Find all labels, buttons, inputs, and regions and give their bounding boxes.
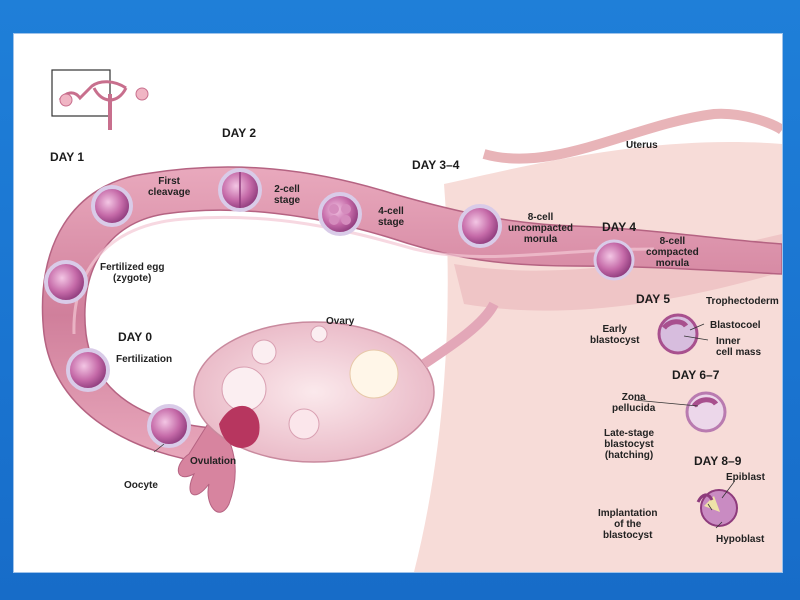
four-cell-label: 4-cell stage: [378, 206, 404, 228]
ovary-label: Ovary: [326, 316, 355, 327]
hypoblast-label: Hypoblast: [716, 534, 765, 545]
early-line-1: Early: [602, 324, 627, 335]
zona-line-1: Zona: [621, 392, 646, 403]
impl-line-1: Implantation: [598, 508, 658, 519]
fertilized-egg-line-1: Fertilized egg: [100, 262, 165, 273]
first-cleavage-label: First cleavage: [148, 176, 190, 198]
four-cell-embryo: [318, 192, 362, 236]
late-blastocyst-label: Late-stage blastocyst (hatching): [604, 428, 654, 461]
day-6-7-label: DAY 6–7: [672, 368, 720, 382]
first-cleavage-line-2: cleavage: [148, 187, 191, 198]
eight-comp-line-1: 8-cell: [659, 236, 686, 247]
inner-line-1: Inner: [716, 336, 741, 347]
eight-comp-line-3: morula: [655, 258, 690, 269]
ovulation-label: Ovulation: [190, 456, 237, 467]
two-cell-line-1: 2-cell: [274, 184, 300, 195]
four-cell-line-2: stage: [378, 217, 405, 228]
eight-cell-compacted-label: 8-cell compacted morula: [646, 236, 699, 269]
late-blastocyst-embryo: [685, 391, 727, 433]
late-line-1: Late-stage: [604, 428, 655, 439]
eight-cell-uncompacted-embryo: [458, 204, 502, 248]
blastocoel-label: Blastocoel: [710, 320, 761, 331]
uterus-label: Uterus: [626, 140, 658, 151]
day-4-label: DAY 4: [602, 220, 637, 234]
implanting-blastocyst-embryo: [696, 489, 738, 527]
eight-comp-line-2: compacted: [646, 247, 699, 258]
impl-line-3: blastocyst: [602, 530, 653, 541]
two-cell-embryo: [218, 168, 262, 212]
fertilized-egg-line-2: (zygote): [113, 273, 152, 284]
zona-pellucida-label: Zona pellucida: [612, 392, 655, 414]
day-0-label: DAY 0: [118, 330, 153, 344]
eight-unc-line-2: uncompacted: [508, 223, 574, 234]
eight-unc-line-1: 8-cell: [527, 212, 554, 223]
zona-line-2: pellucida: [612, 403, 656, 414]
oocyte-embryo: [147, 404, 191, 448]
oocyte-label: Oocyte: [124, 480, 158, 491]
first-cleavage-embryo: [91, 185, 133, 227]
zygote-embryo: [44, 260, 88, 304]
two-cell-label: 2-cell stage: [274, 184, 300, 206]
day-8-9-label: DAY 8–9: [694, 454, 742, 468]
two-cell-line-2: stage: [274, 195, 301, 206]
day-3-4-label: DAY 3–4: [412, 158, 460, 172]
inset-box: [51, 69, 111, 117]
ruptured-follicle: [219, 405, 260, 448]
uterine-cavity-edge: [482, 108, 782, 164]
reproductive-tract-illustration: [41, 69, 782, 572]
eight-unc-line-3: morula: [523, 234, 558, 245]
fimbriae: [177, 413, 236, 513]
implantation-label: Implantation of the blastocyst: [598, 508, 657, 541]
trophectoderm-label: Trophectoderm: [706, 296, 779, 307]
day-2-label: DAY 2: [222, 126, 257, 140]
late-line-2: blastocyst: [604, 439, 654, 450]
fallopian-tube: [41, 166, 782, 465]
fertilization-label: Fertilization: [116, 354, 173, 365]
four-cell-line-1: 4-cell: [378, 206, 404, 217]
inner-cell-mass-label: Inner cell mass: [716, 336, 761, 358]
day-5-label: DAY 5: [636, 292, 671, 306]
late-line-3: (hatching): [604, 450, 654, 461]
day-1-label: DAY 1: [50, 150, 85, 164]
inner-line-2: cell mass: [716, 347, 762, 358]
early-line-2: blastocyst: [590, 335, 640, 346]
eight-cell-compacted-embryo: [593, 239, 635, 281]
early-blastocyst-embryo: [657, 313, 699, 355]
first-cleavage-line-1: First: [158, 176, 180, 187]
ovarian-ligament: [421, 301, 499, 369]
epiblast-label: Epiblast: [726, 472, 765, 483]
fertilized-egg-label: Fertilized egg (zygote): [100, 262, 164, 284]
diagram-frame: DAY 1 DAY 2 DAY 3–4 DAY 4 DAY 0 DAY 5 DA…: [14, 34, 782, 572]
eight-cell-uncompacted-label: 8-cell uncompacted morula: [508, 212, 573, 245]
impl-line-2: of the: [614, 519, 642, 530]
early-blastocyst-label: Early blastocyst: [590, 324, 639, 346]
fertilization-embryo: [66, 348, 110, 392]
